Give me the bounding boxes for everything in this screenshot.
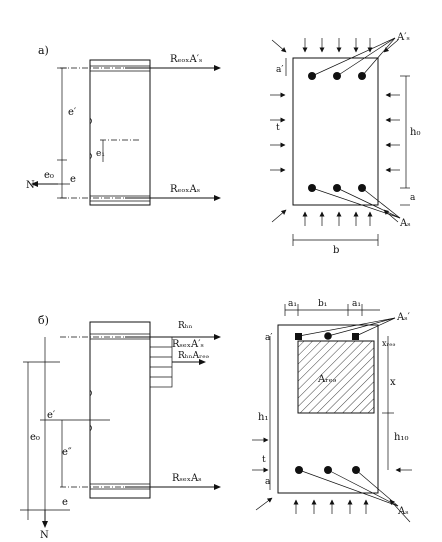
section-outline-a [292,57,379,206]
label-xred-b: xᵣₑₔ [382,339,395,348]
force-bottom-label-b: RₛₑₓAₛ [172,473,202,484]
reduced-area-b [297,340,375,414]
dim-e1-a: e₁ [96,149,105,159]
force-N-label-a: N [26,180,35,191]
dim-e-prime-a: e′ [68,107,77,118]
label-As-top-b: Aₛ′ [396,312,411,323]
section-outline-b [277,324,379,494]
panel-b-label: б) [38,314,49,327]
label-t-b: t [262,455,266,465]
panel-a-elevation: a) RₑₒₓA′ₛ RₑₒₓAₛ N e′ e₀ e e₁ [26,44,221,206]
label-b1-b: b₁ [318,299,327,309]
label-ared-b: Aᵣₑₔ [317,374,337,385]
label-h0-a: h₀ [410,127,420,138]
column-outline-a [89,59,151,206]
panel-a-section: A′ₛ Aₛ a′ h₀ a b t [270,32,420,256]
dim-e-a: e [70,174,76,185]
label-a-prime-b: a′ [265,333,272,343]
label-t-a: t [276,123,280,133]
rebar-top-3-b [352,333,359,340]
panel-b-section: a₁ b₁ a₁ Aᵣₑₔ Aₛ′ Aₛ a′ h₁ a x h₁₀ xᵣₑₔ … [252,299,412,523]
force-top-label-b: RₛₑₓA′ₛ [172,339,204,350]
dim-e0-b: e₀ [30,432,40,443]
dim-e-b: e [62,497,68,508]
label-a-a: a [410,193,416,203]
label-h10-b: h₁₀ [394,432,408,443]
force-Rbn-label-b: Rₕₙ [178,321,193,331]
rebar-top-1-b [295,333,302,340]
label-x-b: x [390,377,396,388]
label-a-prime-a: a′ [276,65,283,75]
dim-e-double-b: e″ [62,447,72,458]
label-As-bottom-b: Aₛ [397,506,409,517]
column-outline-b [89,321,151,499]
force-bottom-label-a: RₑₒₓAₛ [170,184,200,195]
dim-e-prime-b: e′ [47,410,56,421]
label-h1-b: h₁ [258,412,268,423]
force-red-label-b: RₕₙAᵣₑₔ [178,351,210,361]
panel-a-label: a) [38,44,49,57]
label-As-top-a: A′ₛ [396,32,410,43]
dim-e0-a: e₀ [44,170,54,181]
panel-b-elevation: б) Rₕₙ RₛₑₓA′ₛ RₕₙAᵣₑₔ RₛₑₓAₛ e₀ e′ e″ [20,314,221,541]
label-a1-left-b: a₁ [288,299,297,309]
force-top-label-a: RₑₒₓA′ₛ [170,54,202,65]
label-b-a: b [333,245,339,256]
label-As-bottom-a: Aₛ [399,218,411,229]
force-N-label-b: N [40,530,49,541]
label-a-b: a [265,477,271,487]
label-a1-right-b: a₁ [352,299,361,309]
stress-block-b [149,336,173,388]
